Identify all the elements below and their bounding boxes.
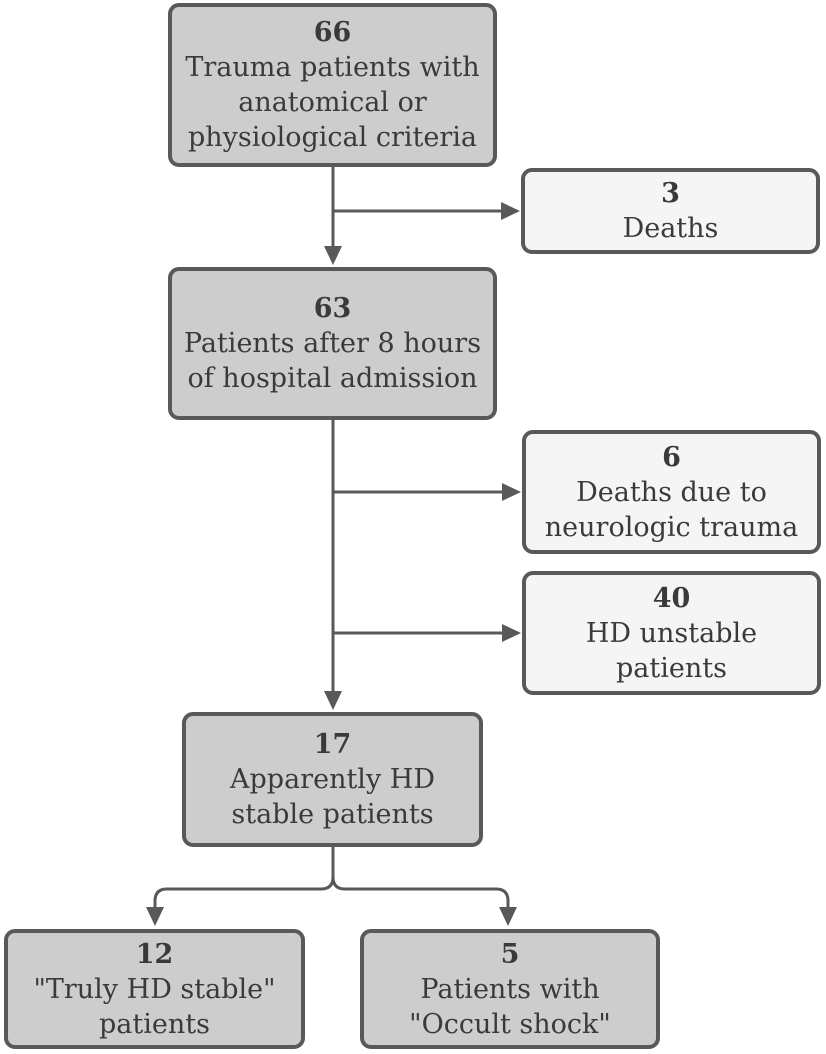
arrowhead-17-12 xyxy=(146,907,164,926)
node-hd-unstable: 40 HD unstable patients xyxy=(522,571,821,695)
node-apparently-hd-stable-count: 17 xyxy=(313,729,352,760)
arrowhead-17-5 xyxy=(499,907,517,926)
node-hd-unstable-label: HD unstable patients xyxy=(585,617,758,684)
node-deaths: 3 Deaths xyxy=(521,168,820,254)
node-trauma-patients-label: Trauma patients with anatomical or physi… xyxy=(185,52,480,153)
node-occult-shock: 5 Patients with "Occult shock" xyxy=(360,929,660,1049)
edge-17-12 xyxy=(153,847,335,907)
node-deaths-neurologic-count: 6 xyxy=(662,441,681,473)
node-patients-after-8-hours: 63 Patients after 8 hours of hospital ad… xyxy=(168,267,497,420)
node-patients-after-8-hours-label: Patients after 8 hours of hospital admis… xyxy=(183,328,482,394)
arrowhead-63-17 xyxy=(324,691,342,710)
arrowhead-66-63 xyxy=(324,246,342,265)
node-apparently-hd-stable: 17 Apparently HD stable patients xyxy=(182,712,483,847)
arrowhead-63-40 xyxy=(502,624,521,642)
node-apparently-hd-stable-label: Apparently HD stable patients xyxy=(230,764,435,830)
node-deaths-neurologic-label: Deaths due to neurologic trauma xyxy=(544,476,799,543)
node-hd-unstable-count: 40 xyxy=(652,582,691,614)
edge-17-5 xyxy=(331,876,510,907)
node-truly-hd-stable-label: "Truly HD stable" patients xyxy=(33,973,276,1040)
node-occult-shock-count: 5 xyxy=(500,938,520,970)
arrowhead-66-3 xyxy=(501,202,520,220)
node-deaths-neurologic: 6 Deaths due to neurologic trauma xyxy=(522,430,821,554)
node-trauma-patients-count: 66 xyxy=(313,17,352,48)
node-truly-hd-stable: 12 "Truly HD stable" patients xyxy=(4,929,305,1049)
node-patients-after-8-hours-count: 63 xyxy=(313,293,352,324)
node-trauma-patients: 66 Trauma patients with anatomical or ph… xyxy=(168,3,497,167)
node-truly-hd-stable-count: 12 xyxy=(135,938,174,970)
node-deaths-label: Deaths xyxy=(622,213,719,244)
arrowhead-63-6 xyxy=(502,483,521,501)
node-occult-shock-label: Patients with "Occult shock" xyxy=(409,973,611,1040)
node-deaths-count: 3 xyxy=(661,178,680,209)
